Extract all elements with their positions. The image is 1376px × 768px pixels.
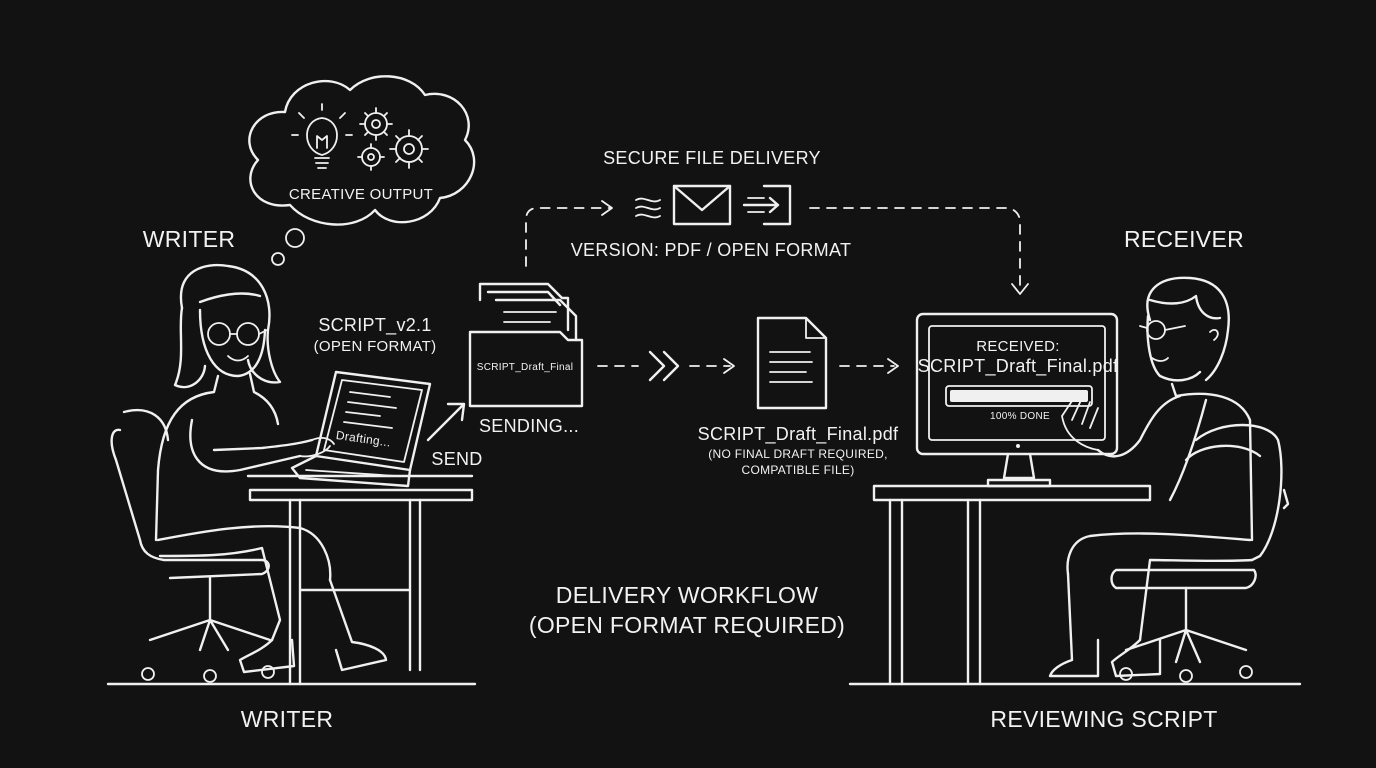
writer-figure <box>154 263 388 674</box>
document-note-line2: COMPATIBLE FILE) <box>741 463 855 477</box>
delivery-path-middle <box>597 350 899 382</box>
delivery-path-top <box>525 200 1029 295</box>
thought-cloud <box>248 75 476 266</box>
receiver-footer: REVIEWING SCRIPT <box>990 706 1218 732</box>
writer-footer: WRITER <box>240 706 334 732</box>
progress-fill <box>950 390 1088 402</box>
received-label: RECEIVED: <box>976 338 1060 355</box>
folder-status: SENDING... <box>478 416 580 436</box>
receiver-figure <box>1048 276 1254 678</box>
lightbulb-icon <box>291 103 353 169</box>
delivery-title: SECURE FILE DELIVERY <box>603 148 821 168</box>
send-arrow <box>426 402 466 442</box>
received-file: SCRIPT_Draft_Final.pdf <box>917 356 1119 376</box>
writer-chair <box>110 408 275 683</box>
envelope-icon[interactable] <box>672 184 732 226</box>
thought-label: CREATIVE OUTPUT <box>288 186 434 203</box>
workflow-subtitle: (OPEN FORMAT REQUIRED) <box>528 612 846 638</box>
writer-file-format: (OPEN FORMAT) <box>313 338 437 355</box>
document-name: SCRIPT_Draft_Final.pdf <box>697 424 899 444</box>
workflow-title: DELIVERY WORKFLOW <box>555 582 819 608</box>
receiver-title: RECEIVER <box>1124 226 1244 252</box>
transfer-icon[interactable] <box>742 184 792 226</box>
document-note-line1: (NO FINAL DRAFT REQUIRED, <box>708 447 888 461</box>
progress-label: 100% DONE <box>990 411 1050 422</box>
writer-desk <box>246 474 474 686</box>
writer-file-name: SCRIPT_v2.1 <box>318 315 432 335</box>
receiver-monitor[interactable] <box>915 312 1119 488</box>
send-label[interactable]: SEND <box>431 449 483 469</box>
progress-bar <box>945 385 1093 407</box>
signal-waves-icon <box>635 197 661 219</box>
folder-label: SCRIPT_Draft_Final <box>476 362 574 373</box>
folder-icon[interactable] <box>468 282 584 408</box>
receiver-desk <box>872 484 1152 686</box>
document-icon[interactable] <box>756 316 828 410</box>
delivery-version: VERSION: PDF / OPEN FORMAT <box>570 240 852 260</box>
writer-laptop[interactable] <box>290 370 432 488</box>
receiver-chair <box>1110 423 1290 683</box>
gears-icon <box>357 107 429 171</box>
writer-title: WRITER <box>142 226 236 252</box>
